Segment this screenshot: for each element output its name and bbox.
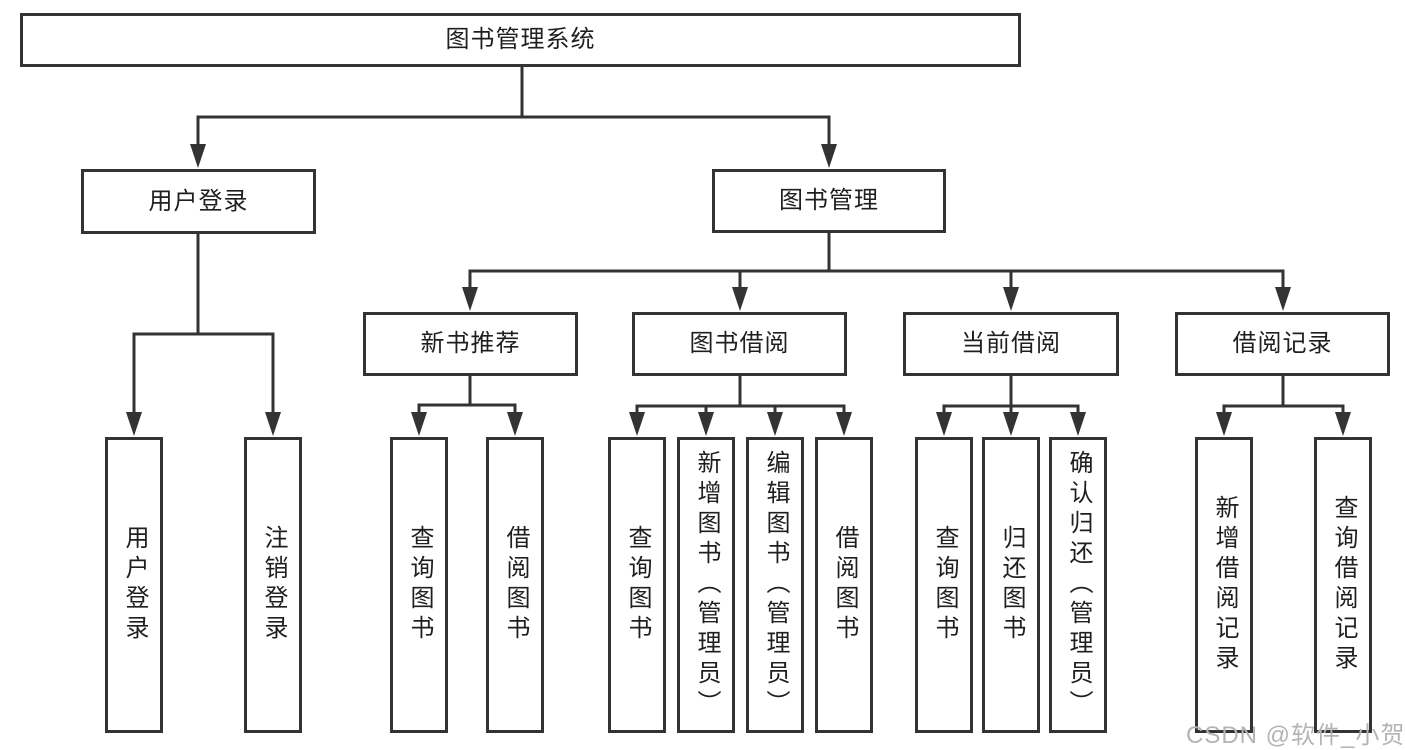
leaf-return-book: 归还图书 [982,437,1040,733]
node-book-management: 图书管理 [712,169,946,233]
leaf-confirm-return-admin: 确认归还（管理员） [1049,437,1107,733]
leaf-add-borrow-record: 新增借阅记录 [1195,437,1253,733]
leaf-borrow-book: 借阅图书 [815,437,873,733]
leaf-borrow-query-book: 查询图书 [608,437,666,733]
node-new-book-recommendation: 新书推荐 [363,312,578,376]
node-book-borrowing: 图书借阅 [632,312,847,376]
leaf-query-borrow-record: 查询借阅记录 [1314,437,1372,733]
leaf-add-book-admin: 新增图书（管理员） [677,437,735,733]
node-user-login: 用户登录 [81,169,316,234]
node-borrowing-records: 借阅记录 [1175,312,1390,376]
leaf-edit-book-admin: 编辑图书（管理员） [746,437,804,733]
leaf-user-login: 用户登录 [105,437,163,733]
leaf-logout: 注销登录 [244,437,302,733]
leaf-recommend-query-book: 查询图书 [390,437,448,733]
csdn-watermark: CSDN @软件_小贺同学 [1186,722,1405,749]
leaf-recommend-borrow-book: 借阅图书 [486,437,544,733]
node-library-management-system: 图书管理系统 [20,13,1021,67]
leaf-current-query-book: 查询图书 [915,437,973,733]
node-current-borrowing: 当前借阅 [903,312,1119,376]
